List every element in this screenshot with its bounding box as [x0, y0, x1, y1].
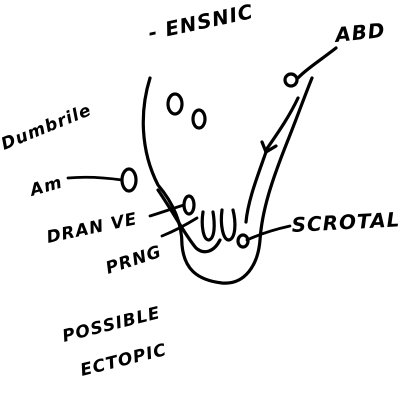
testis-high-left [166, 92, 184, 116]
label-left-upper-1: Dumbrile [0, 100, 95, 154]
testis-scrotal-mid [219, 208, 237, 242]
connector-prng [160, 216, 199, 238]
arrow-descent [264, 96, 300, 152]
label-bottom-1: POSSIBLE [60, 303, 162, 347]
pathway-left-outline [141, 76, 314, 285]
label-left-lower: PRNG [103, 242, 164, 279]
label-right-middle: SCROTAL [291, 207, 401, 237]
arrowhead-descent [260, 140, 278, 154]
connector-dran-ve [148, 203, 186, 218]
connector-dumbrile [66, 175, 124, 182]
testis-scrotal-left [200, 210, 216, 242]
testis-abdominal [283, 72, 299, 88]
label-left-upper-2: Am [26, 173, 65, 202]
label-bottom-2: ECTOPIC [78, 340, 169, 381]
testis-dumbrile [120, 167, 138, 193]
pathway-top-right [296, 46, 338, 80]
connector-scrotal [245, 224, 292, 242]
testis-inguinal [182, 194, 196, 216]
label-top-left: - ENSNIC [146, 0, 256, 45]
pathway-right-inner [244, 150, 268, 224]
label-left-middle: DRAN VE [45, 209, 139, 248]
testis-high-right [191, 108, 207, 130]
label-top-right: ABD [332, 18, 387, 47]
